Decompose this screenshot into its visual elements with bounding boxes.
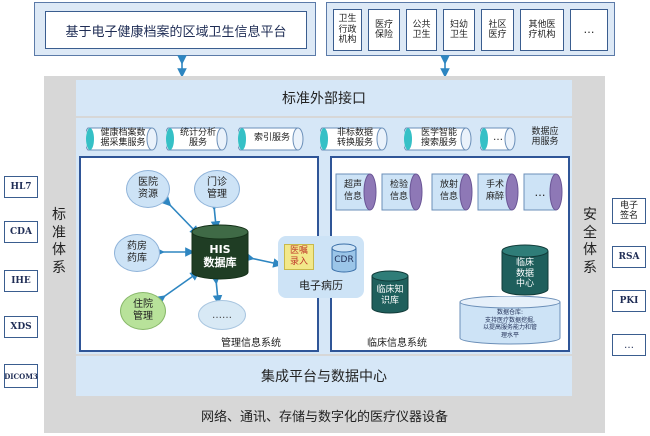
platform-title-box: 基于电子健康档案的区域卫生信息平台 bbox=[45, 11, 307, 49]
his-database: HIS 数据库 bbox=[190, 224, 250, 280]
security-system-label: 安 全 体 系 bbox=[583, 207, 597, 276]
security-e-signature: 电子 签名 bbox=[612, 198, 646, 224]
std-hl7: HL7 bbox=[4, 176, 38, 198]
node-pharmacy: 药房 药库 bbox=[114, 234, 160, 272]
security-rsa: RSA bbox=[612, 246, 646, 268]
service-statistics: 统计分析 服务 bbox=[166, 124, 232, 152]
service-ehr-collection: 健康档案数 据采集服务 bbox=[86, 124, 162, 152]
clinical-knowledge-base: 临床知 识库 bbox=[370, 270, 410, 314]
node-inpatient: 住院 管理 bbox=[120, 292, 166, 330]
clinical-more: … bbox=[522, 170, 566, 216]
standards-system-label: 标 准 体 系 bbox=[52, 207, 66, 276]
org-health-admin: 卫生 行政 机构 bbox=[333, 9, 362, 51]
std-ihe: IHE bbox=[4, 270, 38, 292]
service-nonstandard-conversion: 非标数据 转换服务 bbox=[320, 124, 392, 152]
std-cda: CDA bbox=[4, 221, 38, 243]
service-medical-search: 医学智能 搜索服务 bbox=[404, 124, 476, 152]
std-dicom3: DICOM3 bbox=[4, 364, 38, 388]
clinical-radiology: 放射 信息 bbox=[430, 170, 476, 216]
node-more: …… bbox=[198, 300, 246, 330]
data-warehouse-note: 数据仓库: 支持医疗数据挖掘, 以提高服务能力和管 理水平 bbox=[458, 296, 562, 346]
org-community-medical: 社区 医疗 bbox=[481, 9, 514, 51]
clinical-lab: 检验 信息 bbox=[380, 170, 426, 216]
service-index: 索引服务 bbox=[238, 124, 308, 152]
top-right-panel: 卫生 行政 机构 医疗 保险 公共 卫生 妇幼 卫生 社区 医疗 其他医 疗机构… bbox=[326, 2, 615, 56]
node-outpatient: 门诊 管理 bbox=[194, 170, 240, 208]
emr-label: 电子病历 bbox=[299, 279, 343, 292]
std-external-interface: 标准外部接口 bbox=[76, 80, 572, 116]
security-pki: PKI bbox=[612, 290, 646, 312]
service-data-application-label: 数据应 用服务 bbox=[531, 126, 559, 147]
security-more: … bbox=[612, 334, 646, 356]
org-more: … bbox=[570, 9, 608, 51]
integration-platform: 集成平台与数据中心 bbox=[76, 356, 572, 396]
clinical-data-center: 临床 数据 中心 bbox=[500, 244, 550, 296]
emr-order-entry: 医嘱 录入 bbox=[284, 244, 314, 270]
clinical-ultrasound: 超声 信息 bbox=[334, 170, 380, 216]
std-xds: XDS bbox=[4, 316, 38, 338]
org-maternal-child: 妇幼 卫生 bbox=[443, 9, 475, 51]
org-public-health: 公共 卫生 bbox=[406, 9, 437, 51]
service-more: … bbox=[480, 124, 520, 152]
platform-title: 基于电子健康档案的区域卫生信息平台 bbox=[65, 24, 287, 40]
infrastructure-band: 网络、通讯、存储与数字化的医疗仪器设备 bbox=[44, 398, 605, 433]
management-system-caption: 管理信息系统 bbox=[221, 337, 281, 349]
emr-cdr: CDR bbox=[330, 242, 358, 274]
top-left-panel: 基于电子健康档案的区域卫生信息平台 bbox=[34, 2, 316, 56]
org-medical-insurance: 医疗 保险 bbox=[368, 9, 400, 51]
clinical-surgery-anesthesia: 手术 麻醉 bbox=[476, 170, 522, 216]
clinical-system-caption: 临床信息系统 bbox=[367, 337, 427, 349]
node-hospital-resources: 医院 资源 bbox=[126, 170, 170, 208]
org-other-institutions: 其他医 疗机构 bbox=[520, 9, 564, 51]
